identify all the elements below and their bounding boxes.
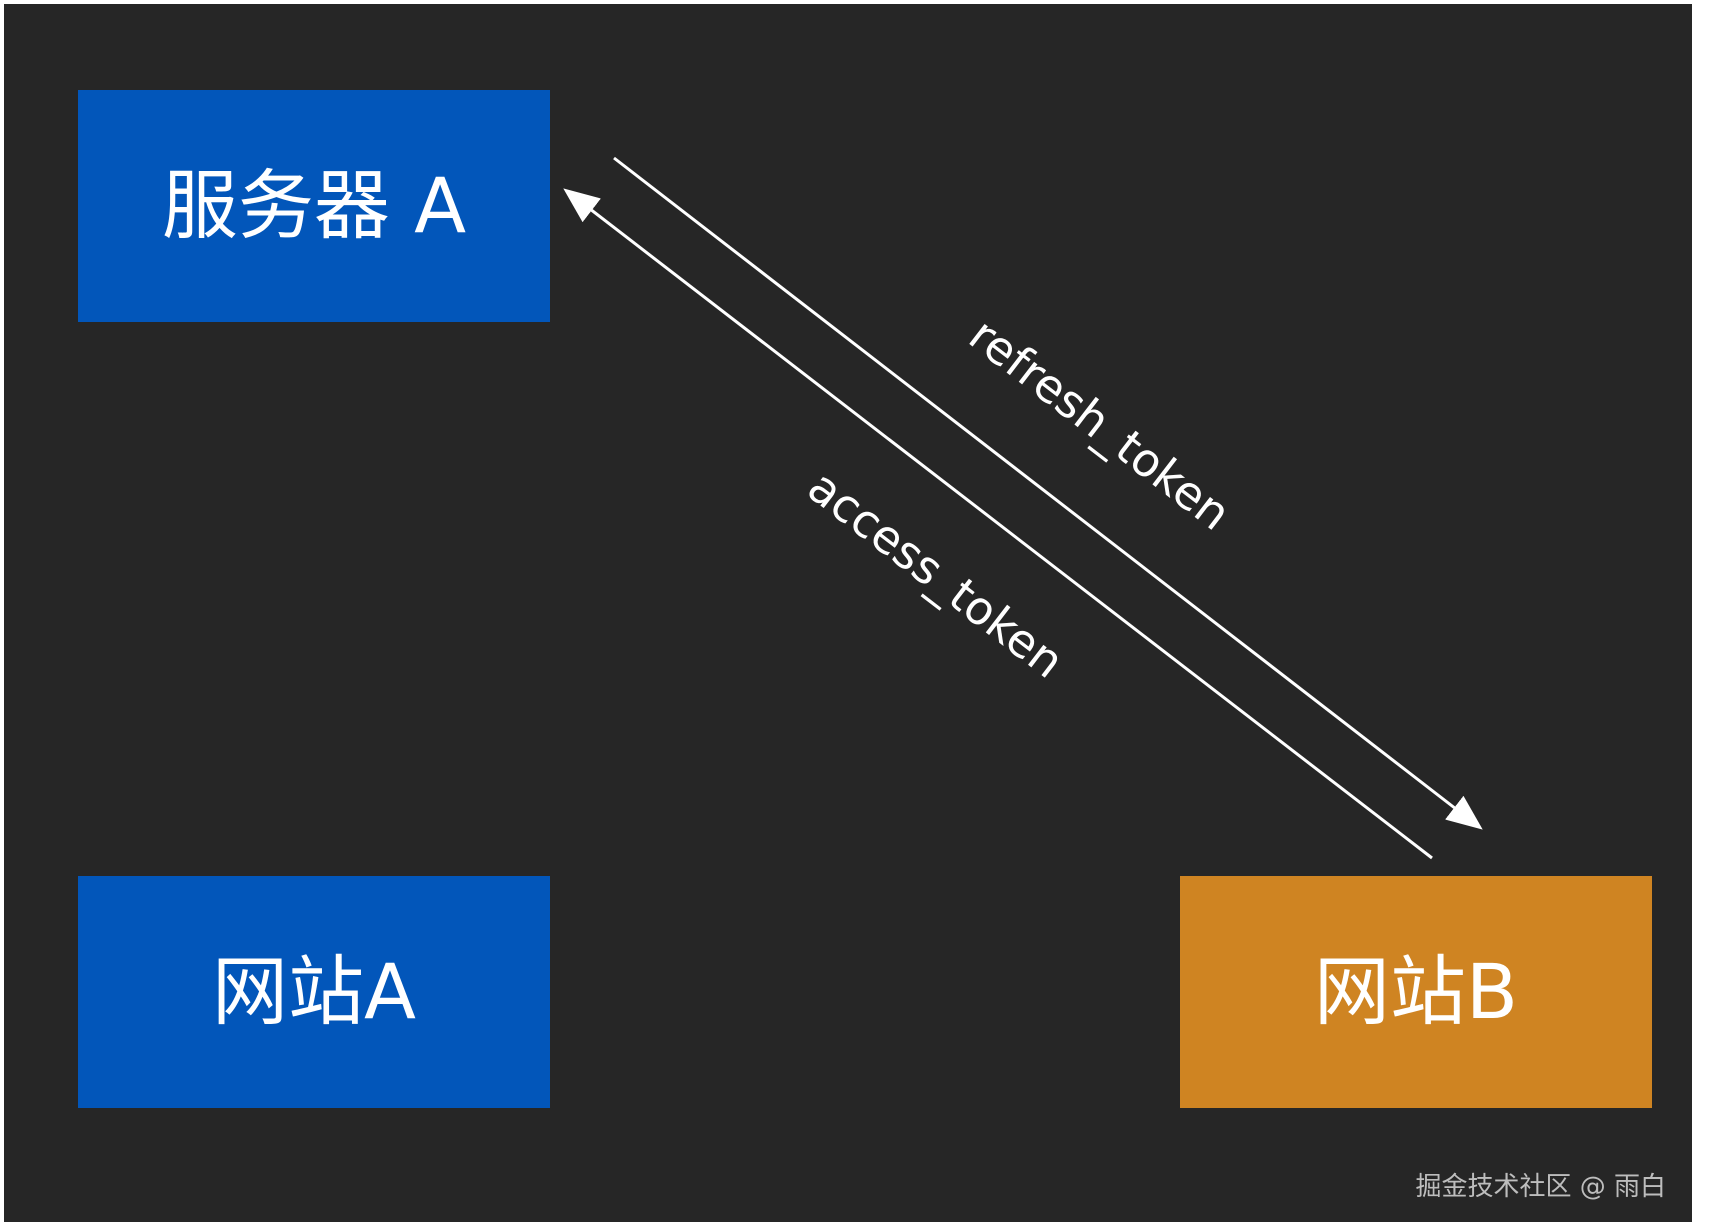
diagram-canvas: 服务器 A 网站A 网站B refresh_token access_token… [4,4,1692,1222]
node-site-b: 网站B [1180,876,1652,1108]
node-site-b-label: 网站B [1313,947,1519,1036]
node-server-a-label: 服务器 A [161,161,467,250]
node-server-a: 服务器 A [78,90,550,322]
arrow-access-token [563,188,1433,860]
arrows-layer [563,156,1483,860]
arrow-refresh-token [613,156,1483,830]
node-site-a-label: 网站A [212,947,416,1036]
watermark: 掘金技术社区 @ 雨白 [1415,1172,1666,1202]
node-site-a: 网站A [78,876,550,1108]
